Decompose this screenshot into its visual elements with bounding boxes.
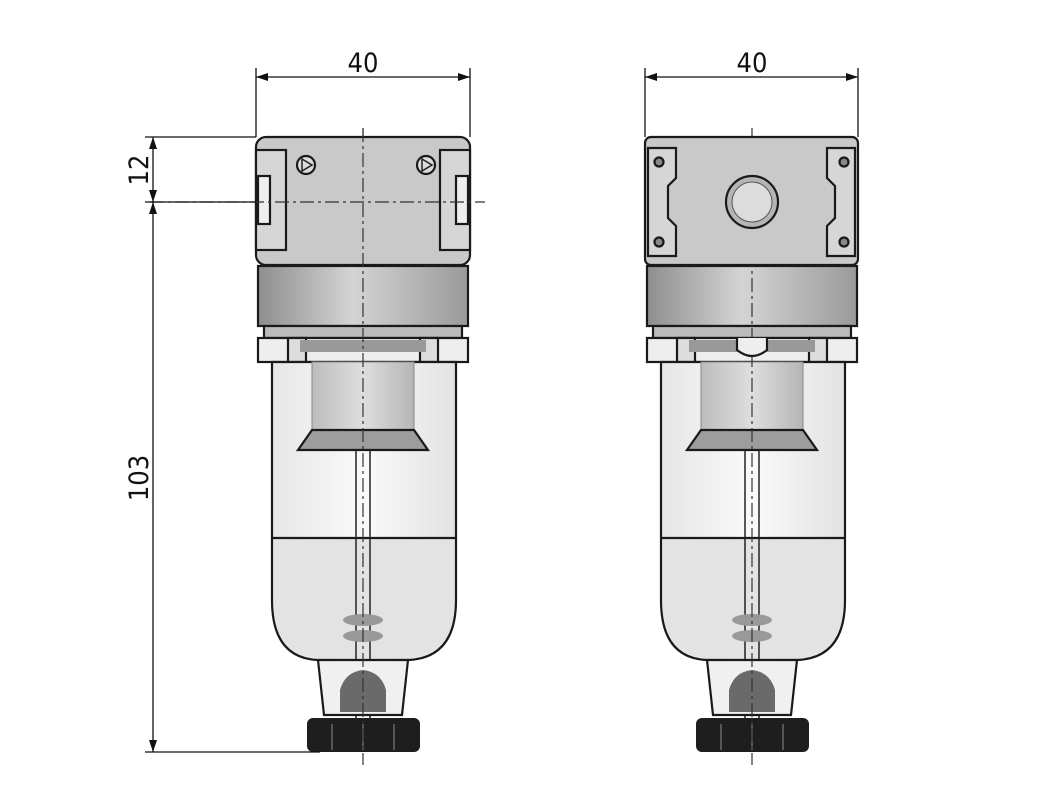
- head-height-dimension: 12: [124, 155, 155, 186]
- side-view: [643, 126, 860, 767]
- width-dimension-right: 40: [737, 48, 768, 79]
- screw-icon: [653, 236, 665, 248]
- screw-icon: [653, 156, 665, 168]
- dimension-lines: [145, 68, 859, 753]
- screw-icon: [838, 156, 850, 168]
- front-view: [150, 126, 485, 767]
- screw-icon: [838, 236, 850, 248]
- width-dimension-left: 40: [348, 48, 379, 79]
- body-height-dimension: 103: [124, 455, 155, 501]
